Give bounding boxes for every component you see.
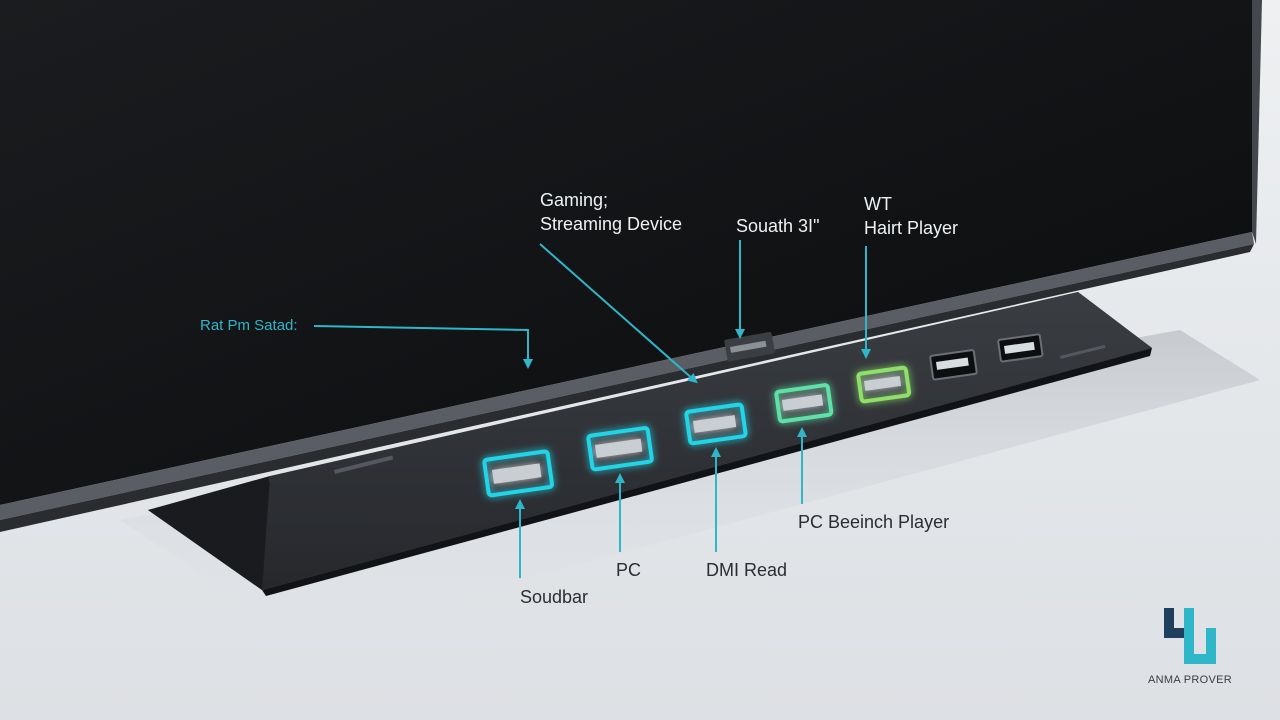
brand-name: ANMA PROVER bbox=[1148, 674, 1232, 686]
label-soudbar: Soudbar bbox=[520, 587, 589, 607]
label-wt-line1: WT bbox=[864, 194, 892, 214]
leader-gaming bbox=[539, 243, 698, 384]
floor-shadow bbox=[120, 330, 1260, 640]
port-extra-1[interactable] bbox=[929, 349, 978, 381]
port-pc-player[interactable] bbox=[774, 383, 834, 424]
port-dmi[interactable] bbox=[684, 402, 748, 446]
label-pc: PC bbox=[616, 560, 642, 580]
label-gaming-line2: Streaming Device bbox=[540, 214, 683, 234]
leader-lines bbox=[313, 240, 871, 578]
label-rat: Rat Pm Satad: bbox=[200, 317, 298, 334]
port-extra-2[interactable] bbox=[997, 333, 1044, 363]
label-pc-player: PC Beeinch Player bbox=[798, 512, 950, 532]
port-soundbar[interactable] bbox=[482, 449, 554, 498]
tv-panel bbox=[0, 0, 1262, 532]
port-hart-player[interactable] bbox=[856, 365, 912, 404]
port-pc[interactable] bbox=[586, 426, 654, 472]
brand-logo-icon bbox=[1164, 608, 1216, 664]
label-souath: Souath 3I" bbox=[736, 216, 820, 236]
label-gaming-line1: Gaming; bbox=[540, 190, 609, 210]
leader-rat bbox=[313, 325, 533, 369]
label-dmi: DMI Read bbox=[706, 560, 788, 580]
label-wt-line2: Hairt Player bbox=[864, 218, 959, 238]
